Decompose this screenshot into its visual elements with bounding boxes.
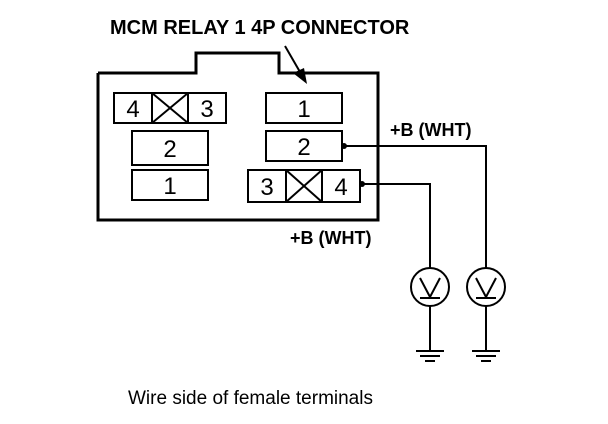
voltmeter-icon <box>466 267 506 350</box>
blank-terminal-icon <box>285 169 323 203</box>
terminal-3-left: 3 <box>200 96 213 123</box>
terminal-2-left: 2 <box>163 136 176 163</box>
terminal-1-left: 1 <box>163 173 176 200</box>
left-terminal-1 <box>131 169 209 201</box>
probe-wire-terminal-4 <box>359 181 431 268</box>
diagram-caption: Wire side of female terminals <box>128 388 373 409</box>
terminal-4-right: 4 <box>334 174 347 201</box>
ground-icon <box>472 350 500 362</box>
left-terminal-2 <box>131 130 209 166</box>
power-label-lower: +B (WHT) <box>290 228 371 248</box>
terminal-2-right: 2 <box>297 134 310 161</box>
terminal-3-right: 3 <box>260 174 273 201</box>
terminal-4-left: 4 <box>126 96 139 123</box>
right-terminal-1 <box>265 92 343 124</box>
right-terminal-2 <box>265 130 343 162</box>
connector-housing <box>96 51 380 222</box>
terminal-1-right: 1 <box>297 96 310 123</box>
leader-arrow <box>284 45 307 84</box>
power-label-upper: +B (WHT) <box>390 120 471 140</box>
ground-icon <box>416 350 444 362</box>
voltmeter-icon <box>410 267 450 350</box>
left-terminal-block: 4 3 2 1 <box>113 92 227 201</box>
blank-terminal-icon <box>151 92 189 124</box>
diagram-title: MCM RELAY 1 4P CONNECTOR <box>110 17 410 39</box>
probe-wire-terminal-2 <box>341 143 487 268</box>
right-terminal-block: 1 2 3 4 <box>247 92 361 203</box>
